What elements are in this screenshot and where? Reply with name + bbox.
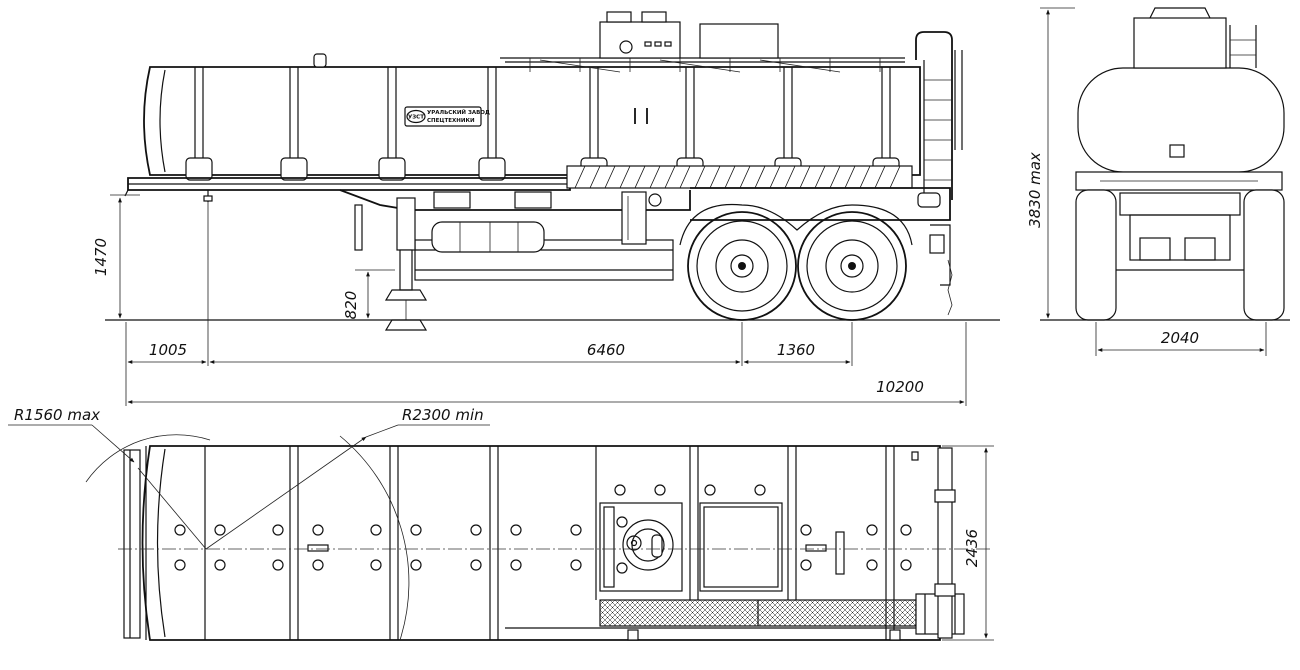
rear-view: 3830 max 2040	[1026, 7, 1290, 356]
dim-turning-radius: R2300 min	[402, 406, 484, 424]
dim-overall-width: 2436	[963, 529, 981, 567]
dim-axle-spacing: 1360	[777, 341, 815, 359]
chassis-frame	[124, 165, 953, 316]
dim-wheelbase: 6460	[587, 341, 625, 359]
dim-support-height: 820	[342, 291, 360, 320]
dim-front-overhang: 1005	[149, 341, 187, 359]
tank-body	[143, 53, 921, 181]
top-bolts	[174, 484, 912, 571]
side-dimensions: 1470 820 1005 6460 1360 10200	[92, 194, 967, 406]
dim-overall-length: 10200	[876, 378, 924, 396]
wheels	[679, 203, 913, 321]
dim-front-radius: R1560 max	[14, 406, 100, 424]
landing-gear	[354, 197, 428, 331]
top-platform	[500, 11, 963, 200]
logo-line1: УРАЛЬСКИЙ ЗАВОД	[427, 108, 490, 116]
dim-track-width: 2040	[1161, 329, 1199, 347]
manufacturer-logo: УЗСТ УРАЛЬСКИЙ ЗАВОД СПЕЦТЕХНИКИ	[404, 106, 490, 127]
dim-frame-height: 1470	[92, 238, 110, 276]
logo-mark: УЗСТ	[408, 115, 424, 121]
side-view: УЗСТ УРАЛЬСКИЙ ЗАВОД СПЕЦТЕХНИКИ	[92, 11, 1000, 406]
logo-line2: СПЕЦТЕХНИКИ	[427, 118, 475, 124]
dim-overall-height: 3830 max	[1026, 152, 1044, 228]
top-view: R1560 max R2300 min 2436	[8, 406, 994, 641]
